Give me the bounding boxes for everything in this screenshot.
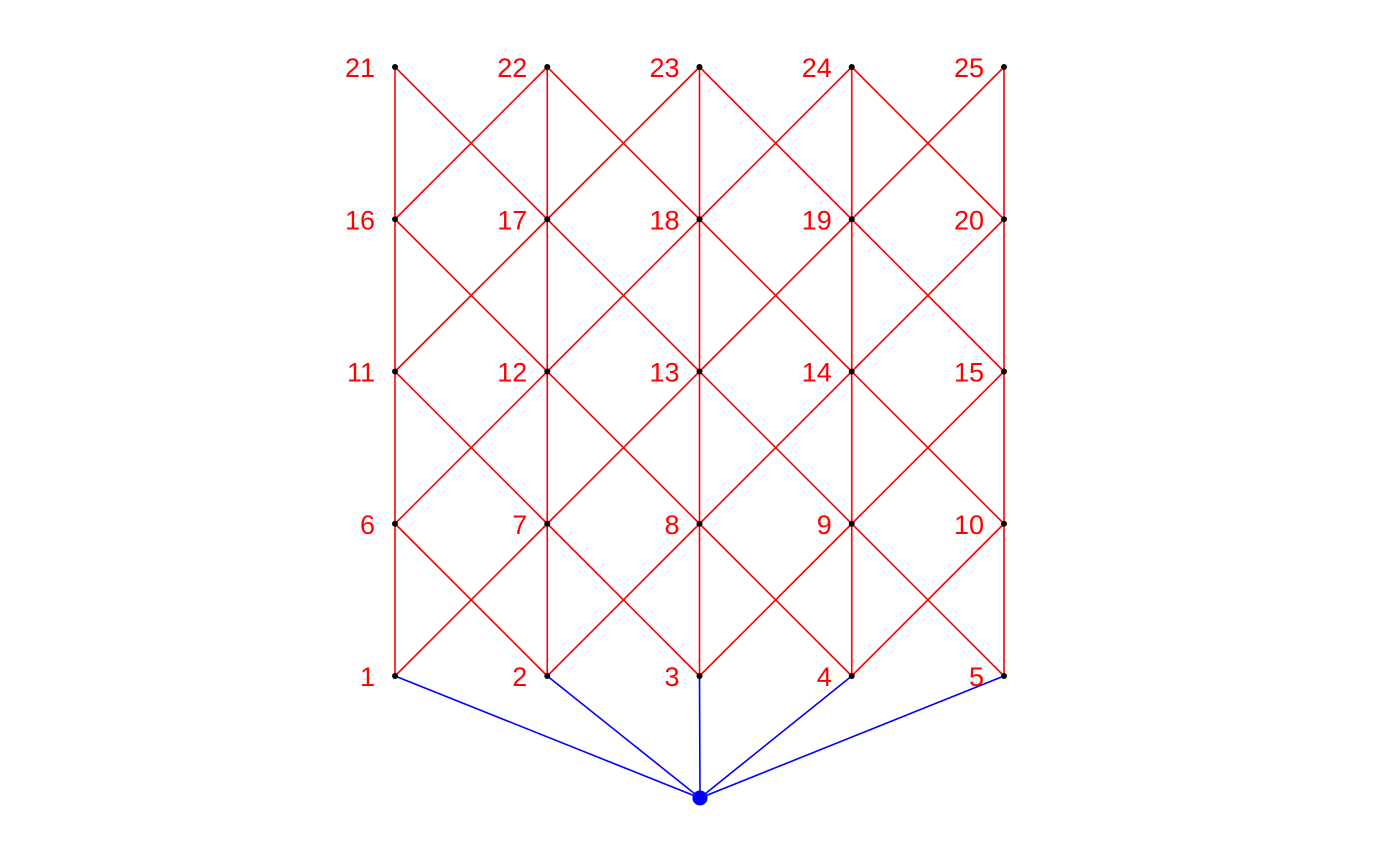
node-label: 6 — [360, 510, 375, 540]
node-label: 14 — [802, 358, 832, 388]
grid-edge-diagonal — [851, 370, 1005, 525]
node-label: 21 — [345, 53, 375, 83]
grid-edge-diagonal — [394, 523, 548, 677]
root-edge — [699, 675, 853, 799]
grid-node — [848, 64, 855, 70]
node-label: 11 — [347, 358, 375, 388]
root-edge — [698, 675, 701, 799]
grid-node — [392, 216, 398, 223]
grid-node — [392, 673, 398, 679]
root-edge — [699, 675, 1005, 799]
grid-edge-diagonal — [394, 66, 548, 220]
grid-node — [696, 216, 703, 223]
node-label: 3 — [664, 662, 679, 692]
grid-edge-diagonal — [851, 218, 1005, 373]
node-label: 23 — [649, 53, 679, 83]
node-label: 9 — [817, 510, 832, 540]
grid-node — [544, 64, 551, 70]
grid-node — [392, 368, 398, 375]
grid-node — [848, 673, 855, 679]
node-label: 17 — [497, 205, 527, 235]
node-label: 18 — [649, 205, 679, 235]
grid-node — [392, 520, 398, 527]
node-label: 12 — [497, 358, 527, 388]
grid-node — [1001, 520, 1007, 527]
grid-edge-diagonal — [546, 218, 701, 373]
node-label: 4 — [817, 662, 832, 692]
grid-node — [696, 64, 703, 70]
grid-node — [1001, 673, 1007, 679]
grid-node — [544, 216, 551, 223]
grid-edge-diagonal — [698, 218, 853, 373]
node-label: 24 — [802, 53, 832, 83]
grid-node — [696, 520, 703, 527]
grid-node — [544, 520, 551, 527]
root-edges — [394, 675, 1005, 799]
grid-edge-diagonal — [851, 66, 1005, 220]
root-edge — [546, 675, 701, 799]
grid-node — [848, 520, 855, 527]
node-label: 7 — [512, 510, 527, 540]
grid-node — [1001, 216, 1007, 223]
node-label: 15 — [954, 358, 984, 388]
grid-edge-diagonal — [698, 523, 853, 677]
grid-edge-diagonal — [394, 370, 548, 525]
root-node-group — [692, 790, 708, 806]
node-label: 19 — [802, 205, 832, 235]
node-label: 10 — [954, 510, 984, 540]
node-label: 25 — [954, 53, 984, 83]
grid-edge-diagonal — [698, 66, 853, 220]
node-label: 22 — [497, 53, 527, 83]
grid-edge-diagonal — [546, 66, 701, 220]
grid-edge-diagonal — [698, 370, 853, 525]
grid-edge-diagonal — [546, 370, 701, 525]
grid-node — [392, 64, 398, 70]
node-label: 16 — [345, 205, 375, 235]
grid-edge-diagonal — [851, 523, 1005, 677]
root-node — [692, 790, 708, 806]
grid-node — [848, 368, 855, 375]
root-edge — [394, 675, 701, 799]
grid-node — [544, 673, 551, 679]
grid-edge-diagonal — [546, 523, 701, 677]
grid-nodes — [392, 64, 1007, 679]
grid-node — [848, 216, 855, 223]
grid-node — [1001, 368, 1007, 375]
node-label: 20 — [954, 205, 984, 235]
grid-node — [696, 368, 703, 375]
node-label: 2 — [512, 662, 527, 692]
grid-node — [544, 368, 551, 375]
grid-node — [1001, 64, 1007, 70]
node-label: 5 — [969, 662, 984, 692]
node-label: 1 — [360, 662, 375, 692]
grid-edges — [394, 66, 1005, 677]
node-label: 13 — [649, 358, 679, 388]
node-label: 8 — [664, 510, 679, 540]
grid-node — [696, 673, 703, 679]
grid-edge-diagonal — [394, 218, 548, 373]
